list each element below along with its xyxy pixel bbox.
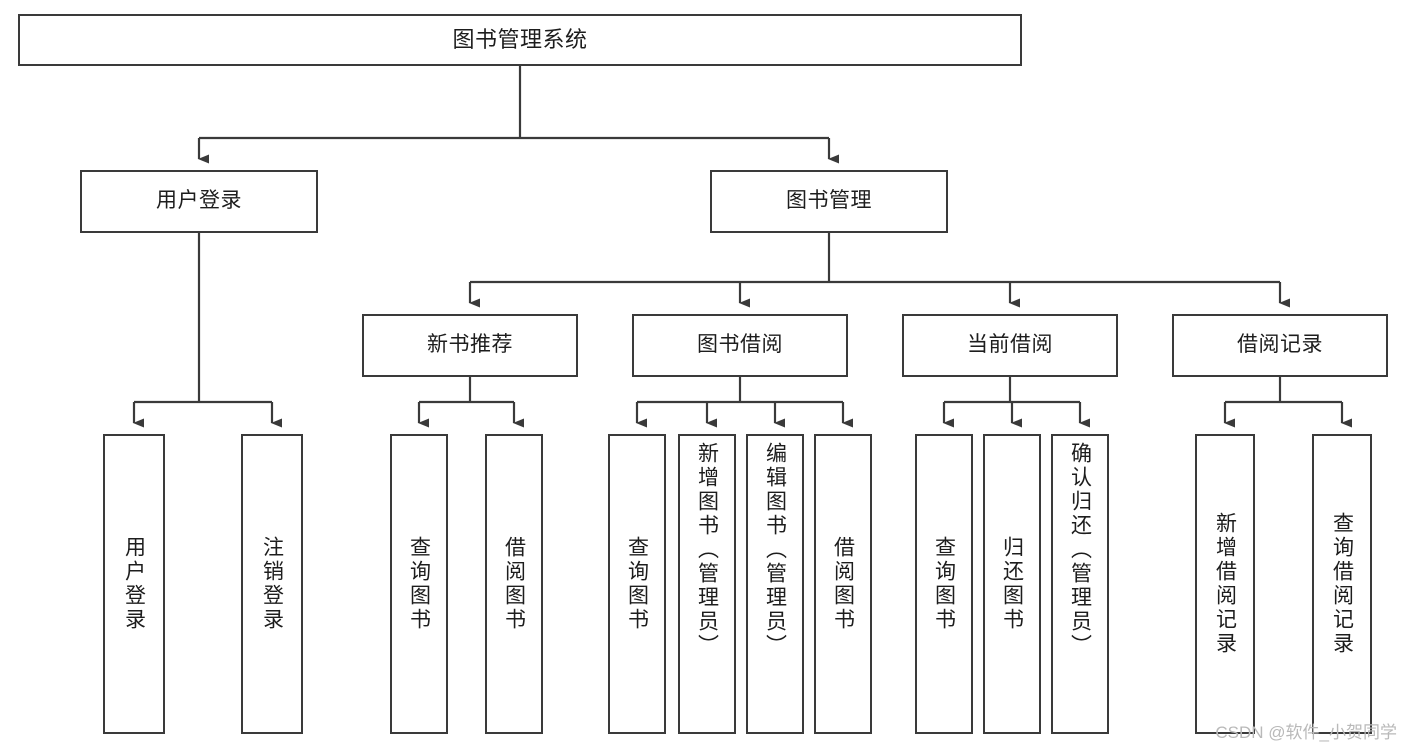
leaf-user-login-label: 用户登录 bbox=[122, 536, 146, 632]
leaf-record-add[interactable]: 新增借阅记录 bbox=[1195, 434, 1255, 734]
node-new-book-recommend[interactable]: 新书推荐 bbox=[362, 314, 578, 377]
leaf-current-return-book[interactable]: 归还图书 bbox=[983, 434, 1041, 734]
node-user-login[interactable]: 用户登录 bbox=[80, 170, 318, 233]
node-root[interactable]: 图书管理系统 bbox=[18, 14, 1022, 66]
node-borrow-record[interactable]: 借阅记录 bbox=[1172, 314, 1388, 377]
node-book-borrow[interactable]: 图书借阅 bbox=[632, 314, 848, 377]
node-user-login-label: 用户登录 bbox=[156, 189, 242, 213]
node-new-book-recommend-label: 新书推荐 bbox=[427, 333, 513, 357]
leaf-borrow-borrow-book[interactable]: 借阅图书 bbox=[814, 434, 872, 734]
leaf-user-logout-label: 注销登录 bbox=[260, 536, 284, 632]
leaf-recommend-query-book[interactable]: 查询图书 bbox=[390, 434, 448, 734]
watermark: CSDN @软件_小贺同学 bbox=[1215, 723, 1397, 742]
leaf-recommend-query-book-label: 查询图书 bbox=[407, 536, 431, 632]
leaf-borrow-add-book-label: 新增图书（管理员） bbox=[695, 442, 719, 658]
leaf-user-login[interactable]: 用户登录 bbox=[103, 434, 165, 734]
leaf-current-query-book[interactable]: 查询图书 bbox=[915, 434, 973, 734]
leaf-borrow-borrow-book-label: 借阅图书 bbox=[831, 536, 855, 632]
leaf-current-query-book-label: 查询图书 bbox=[932, 536, 956, 632]
leaf-borrow-query-book-label: 查询图书 bbox=[625, 536, 649, 632]
leaf-recommend-borrow-book-label: 借阅图书 bbox=[502, 536, 526, 632]
node-book-management[interactable]: 图书管理 bbox=[710, 170, 948, 233]
leaf-record-query[interactable]: 查询借阅记录 bbox=[1312, 434, 1372, 734]
node-current-borrow[interactable]: 当前借阅 bbox=[902, 314, 1118, 377]
leaf-record-add-label: 新增借阅记录 bbox=[1213, 512, 1237, 656]
leaf-recommend-borrow-book[interactable]: 借阅图书 bbox=[485, 434, 543, 734]
leaf-user-logout[interactable]: 注销登录 bbox=[241, 434, 303, 734]
leaf-current-confirm-return[interactable]: 确认归还（管理员） bbox=[1051, 434, 1109, 734]
node-root-label: 图书管理系统 bbox=[452, 27, 588, 53]
node-borrow-record-label: 借阅记录 bbox=[1237, 333, 1323, 357]
leaf-current-confirm-return-label: 确认归还（管理员） bbox=[1068, 442, 1092, 658]
leaf-current-return-book-label: 归还图书 bbox=[1000, 536, 1024, 632]
leaf-borrow-add-book[interactable]: 新增图书（管理员） bbox=[678, 434, 736, 734]
leaf-borrow-edit-book[interactable]: 编辑图书（管理员） bbox=[746, 434, 804, 734]
node-book-management-label: 图书管理 bbox=[786, 189, 872, 213]
node-book-borrow-label: 图书借阅 bbox=[697, 333, 783, 357]
leaf-borrow-edit-book-label: 编辑图书（管理员） bbox=[763, 442, 787, 658]
leaf-record-query-label: 查询借阅记录 bbox=[1330, 512, 1354, 656]
leaf-borrow-query-book[interactable]: 查询图书 bbox=[608, 434, 666, 734]
node-current-borrow-label: 当前借阅 bbox=[967, 333, 1053, 357]
